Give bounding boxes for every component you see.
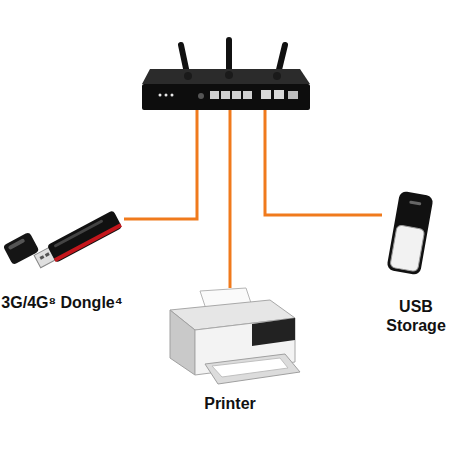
router-front	[142, 84, 310, 110]
usb-storage-illustration	[386, 191, 433, 276]
antenna-base	[225, 71, 233, 79]
wan-port	[274, 90, 284, 99]
lan-port	[232, 91, 241, 99]
plug-hole	[40, 255, 45, 260]
lan-port	[210, 91, 219, 99]
cap-shine	[8, 238, 26, 250]
storage-panel	[390, 225, 425, 272]
storage-logo	[409, 200, 421, 205]
lan-port	[221, 91, 230, 99]
antenna-base	[184, 72, 192, 80]
device-label: 3G/4G⁸ Dongle⁴	[1, 293, 122, 312]
cap-body	[3, 232, 40, 266]
device-node: USB Storage	[382, 190, 450, 335]
cable-connector	[124, 110, 197, 219]
device-label: Printer	[204, 394, 256, 413]
dongle-body	[47, 210, 123, 263]
device-node: Printer	[160, 288, 300, 413]
output-tray	[205, 354, 300, 384]
usb-port	[288, 91, 298, 99]
status-led	[171, 94, 174, 97]
printed-page	[212, 358, 288, 377]
power-button	[198, 93, 204, 99]
cable-connector	[265, 110, 382, 215]
router-top	[142, 69, 310, 84]
cable-connector	[229, 110, 232, 288]
printer-panel	[252, 318, 295, 346]
device-node: 3G/4G⁸ Dongle⁴	[0, 200, 124, 312]
dongle-cap	[3, 232, 40, 266]
lan-port	[243, 91, 252, 99]
dongle-shine	[54, 219, 104, 247]
router-node	[140, 38, 312, 110]
printer-side	[170, 310, 195, 375]
dongle-illustration	[33, 210, 123, 270]
plug-hole	[45, 252, 50, 257]
storage-body	[386, 191, 433, 276]
printer-illustration	[170, 288, 300, 384]
status-led	[159, 94, 162, 97]
antenna-base	[273, 72, 281, 80]
router-illustration	[142, 40, 310, 110]
device-label: USB Storage	[382, 297, 450, 335]
wan-port	[261, 90, 271, 99]
status-led	[165, 94, 168, 97]
